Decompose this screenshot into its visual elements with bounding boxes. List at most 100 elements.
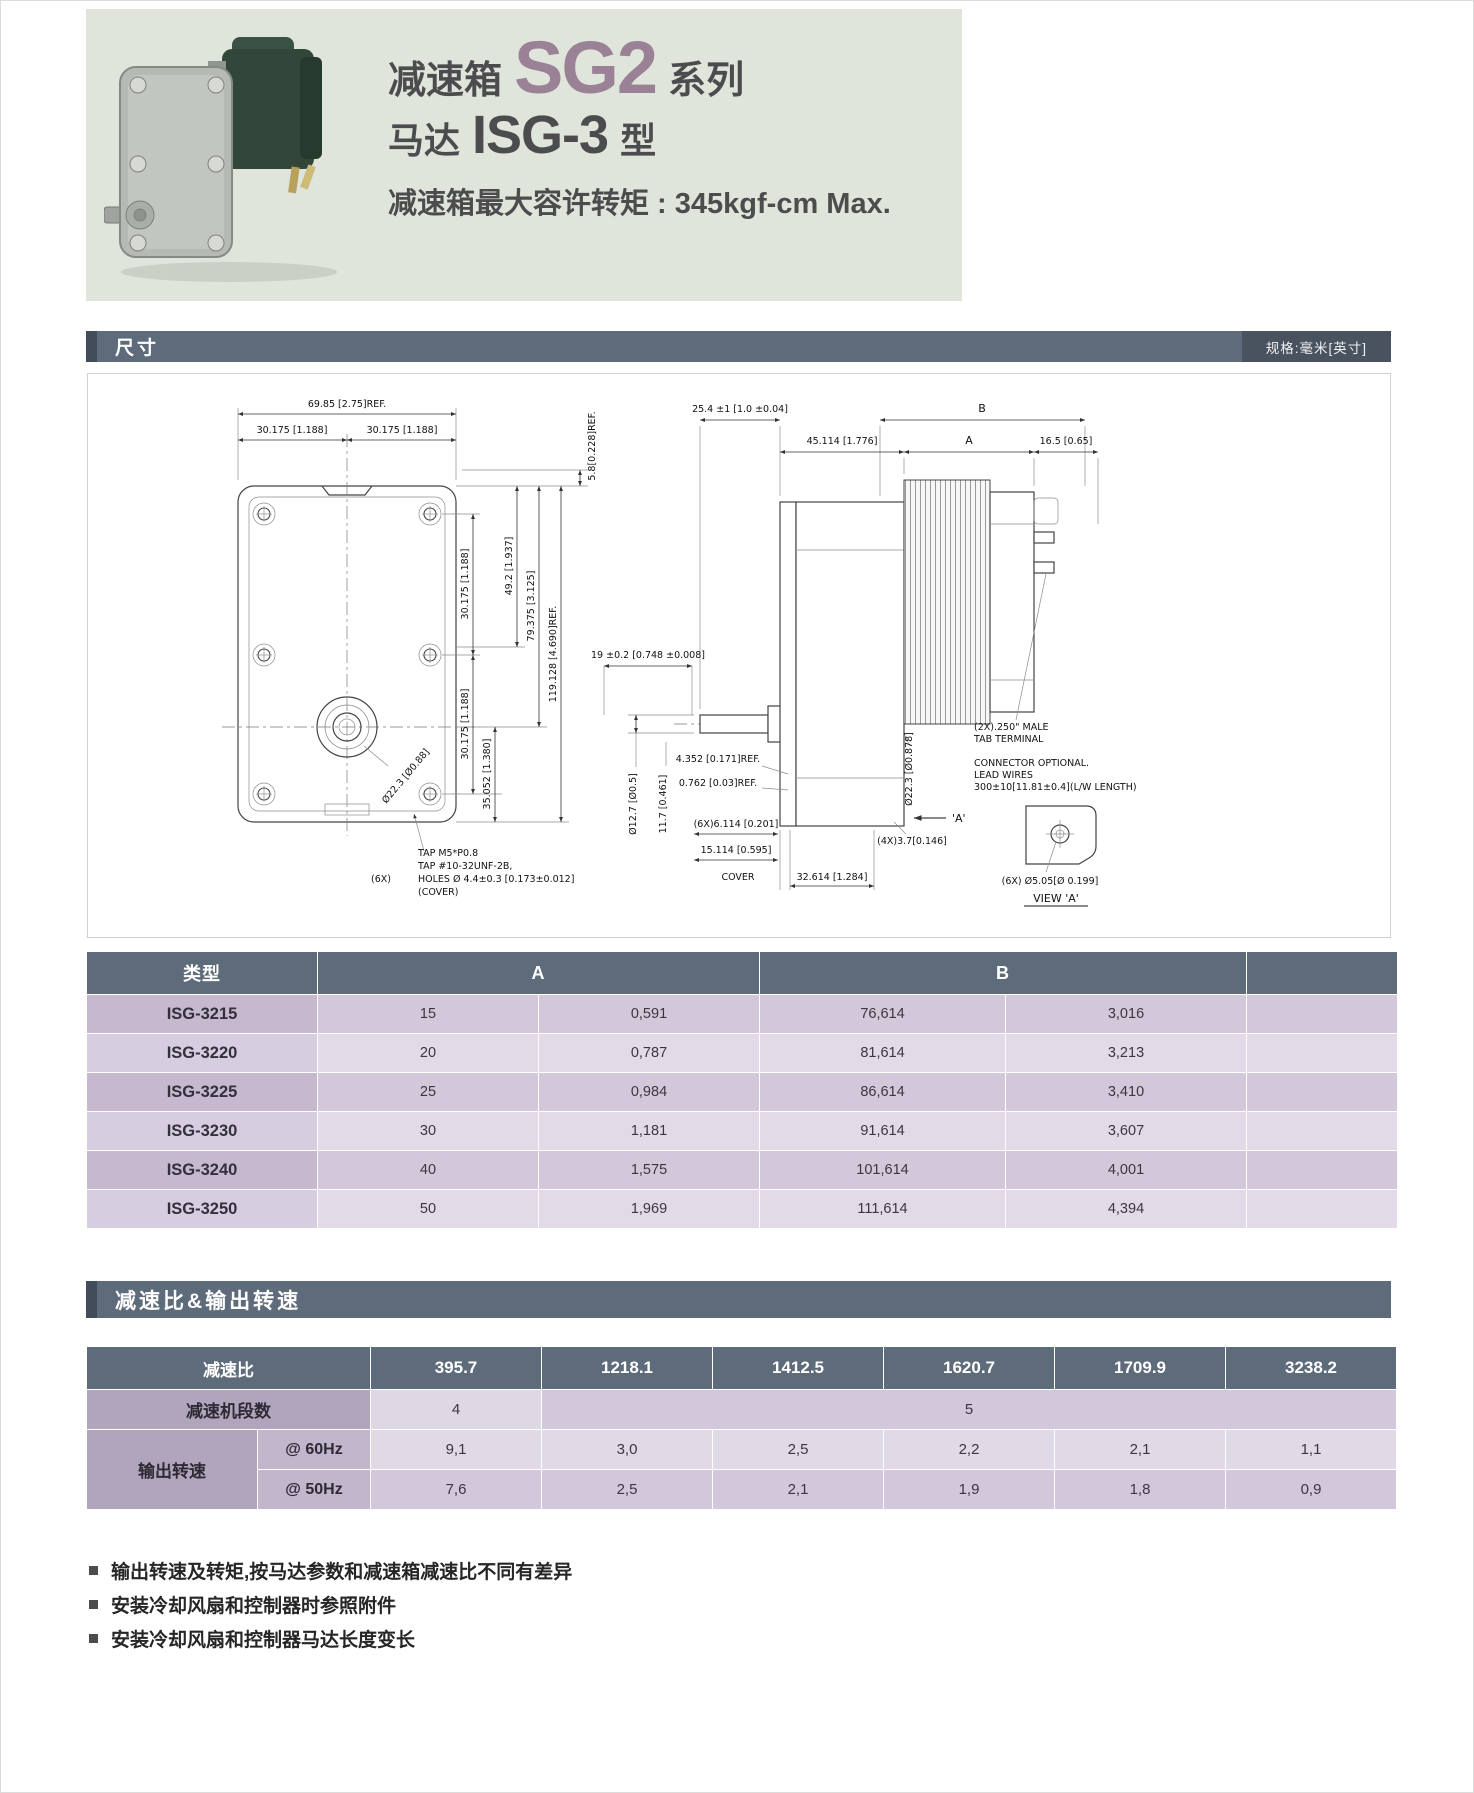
col-header-spacer: [1247, 952, 1397, 994]
section-title-dimensions: 尺寸: [115, 338, 160, 359]
screw-hole-icon: [252, 782, 276, 806]
output-speed-label: 输出转速: [87, 1430, 257, 1509]
table-row: ISG-3220 20 0,787 81,614 3,213: [87, 1034, 1397, 1072]
ratio-table: 减速比 395.7 1218.1 1412.5 1620.7 1709.9 32…: [86, 1346, 1397, 1510]
ratio-value: 1412.5: [713, 1347, 883, 1389]
dimension-table: 类型 A B ISG-3215 15 0,591 76,614 3,016 IS…: [86, 951, 1398, 1229]
model-name: ISG-3250: [87, 1190, 317, 1228]
screw-hole-icon: [252, 643, 276, 667]
b-in: 4,394: [1006, 1190, 1246, 1228]
ratio-value: 1218.1: [542, 1347, 712, 1389]
table-row: ISG-3250 50 1,969 111,614 4,394: [87, 1190, 1397, 1228]
b-mm: 91,614: [760, 1112, 1005, 1150]
side-37-dim: (4X)3.7[0.146]: [877, 836, 947, 847]
terminal-note-line2: TAB TERMINAL: [973, 734, 1044, 745]
b-mm: 101,614: [760, 1151, 1005, 1189]
footnotes: 输出转速及转矩,按马达参数和减速箱减速比不同有差异 安装冷却风扇和控制器时参照附…: [89, 1553, 572, 1655]
output-50hz-row: @ 50Hz 7,6 2,5 2,1 1,9 1,8 0,9: [87, 1470, 1396, 1509]
side-4352-ref-dim: 4.352 [0.171]REF.: [676, 754, 760, 765]
speed-value: 3,0: [542, 1430, 712, 1469]
output-shaft-bore: [316, 696, 378, 758]
connector-note-line1: CONNECTOR OPTIONAL.: [974, 758, 1089, 769]
front-offset-ref-dim: 5.8[0.228]REF.: [587, 411, 598, 480]
bullet-square-icon: [89, 1633, 98, 1643]
col-header-type: 类型: [87, 952, 317, 994]
side-6114-dim: (6X)6.114 [0.201]: [694, 819, 779, 830]
view-a-hole-dim: (6X) Ø5.05[Ø 0.199]: [1002, 876, 1099, 887]
front-total-height-dim: 119.128 [4.690]REF.: [548, 606, 559, 702]
terminal-tab: [1033, 531, 1055, 544]
front-tap-note-4: (COVER): [418, 887, 458, 898]
a-mm: 20: [318, 1034, 538, 1072]
speed-value: 0,9: [1226, 1470, 1396, 1509]
terminal-tab: [1033, 561, 1055, 574]
speed-value: 2,5: [542, 1470, 712, 1509]
speed-value: 2,2: [884, 1430, 1054, 1469]
front-view: 69.85 [2.75]REF. 30.175 [1.188] 30.175 […: [222, 399, 598, 898]
screw-hole-icon: [252, 502, 276, 526]
connector-note-line3: 300±10[11.81±0.4](L/W LENGTH): [974, 782, 1137, 793]
front-tap-note-qty: (6X): [371, 874, 391, 885]
a-in: 1,969: [539, 1190, 759, 1228]
stages-label: 减速机段数: [87, 1390, 370, 1429]
speed-value: 2,1: [713, 1470, 883, 1509]
screw-hole-icon: [418, 643, 442, 667]
section-title-ratio: 减速比&输出转速: [115, 1289, 302, 1313]
front-tap-note-1: TAP M5*P0.8: [417, 848, 478, 859]
series-title-model: SG2: [514, 26, 658, 109]
freq-60hz-label: @ 60Hz: [258, 1430, 370, 1469]
dimension-table-header: 类型 A B: [87, 952, 1397, 994]
front-tap-note-2: TAP #10-32UNF-2B,: [417, 861, 512, 872]
front-height1-dim: 49.2 [1.937]: [504, 537, 515, 596]
bullet-square-icon: [89, 1599, 98, 1609]
side-view: 25.4 ±1 [1.0 ±0.04] B 45.114 [1.776] A 1…: [591, 402, 1137, 890]
front-screw-span2-dim: 30.175 [1.188]: [460, 689, 471, 760]
footnote-line: 输出转速及转矩,按马达参数和减速箱减速比不同有差异: [89, 1553, 572, 1587]
motor-title: 马达 ISG-3 型: [388, 108, 891, 164]
spacer-cell: [1247, 1151, 1397, 1189]
logo-plate: [324, 803, 370, 816]
b-mm: 76,614: [760, 995, 1005, 1033]
title-block: 减速箱 SG2 系列 马达 ISG-3 型 减速箱最大容许转矩 : 345kgf…: [388, 26, 891, 222]
side-117-dim: 11.7 [0.461]: [658, 775, 669, 834]
freq-50hz-label: @ 50Hz: [258, 1470, 370, 1509]
speed-value: 9,1: [371, 1430, 541, 1469]
speed-value: 2,1: [1055, 1430, 1225, 1469]
model-name: ISG-3220: [87, 1034, 317, 1072]
side-15114-dim: 15.114 [0.595]: [701, 845, 772, 856]
series-title: 减速箱 SG2 系列: [388, 26, 891, 109]
footnote-line: 安装冷却风扇和控制器马达长度变长: [89, 1621, 572, 1655]
b-in: 4,001: [1006, 1151, 1246, 1189]
max-torque-note: 减速箱最大容许转矩 : 345kgf-cm Max.: [388, 188, 891, 220]
screw-hole-icon: [418, 502, 442, 526]
screw-hole-icon: [418, 782, 442, 806]
a-mm: 25: [318, 1073, 538, 1111]
view-a-title: VIEW 'A': [1033, 892, 1079, 905]
ratio-value: 395.7: [371, 1347, 541, 1389]
a-mm: 50: [318, 1190, 538, 1228]
front-pitch-left-dim: 30.175 [1.188]: [257, 425, 328, 436]
connector-note-line2: LEAD WIRES: [974, 770, 1033, 781]
stages-value-5: 5: [542, 1390, 1396, 1429]
ratio-value: 1620.7: [884, 1347, 1054, 1389]
series-title-prefix: 减速箱: [388, 60, 503, 102]
stages-row: 减速机段数 4 5: [87, 1390, 1396, 1429]
model-name: ISG-3215: [87, 995, 317, 1033]
dimension-drawing-panel: 69.85 [2.75]REF. 30.175 [1.188] 30.175 […: [87, 373, 1391, 938]
model-name: ISG-3240: [87, 1151, 317, 1189]
footnote-text: 输出转速及转矩,按马达参数和减速箱减速比不同有差异: [111, 1561, 573, 1583]
side-0762-ref-dim: 0.762 [0.03]REF.: [679, 778, 757, 789]
product-header: 减速箱 SG2 系列 马达 ISG-3 型 减速箱最大容许转矩 : 345kgf…: [86, 9, 962, 301]
section-bar-ratio: 减速比&输出转速: [86, 1281, 1391, 1318]
motor-title-model: ISG-3: [472, 105, 609, 165]
b-in: 3,016: [1006, 995, 1246, 1033]
footnote-text: 安装冷却风扇和控制器时参照附件: [111, 1595, 397, 1617]
side-19-dim: 19 ±0.2 [0.748 ±0.008]: [591, 650, 705, 661]
footnote-line: 安装冷却风扇和控制器时参照附件: [89, 1587, 572, 1621]
b-mm: 111,614: [760, 1190, 1005, 1228]
b-in: 3,213: [1006, 1034, 1246, 1072]
table-row: ISG-3215 15 0,591 76,614 3,016: [87, 995, 1397, 1033]
stages-value-4: 4: [371, 1390, 541, 1429]
spacer-cell: [1247, 1112, 1397, 1150]
